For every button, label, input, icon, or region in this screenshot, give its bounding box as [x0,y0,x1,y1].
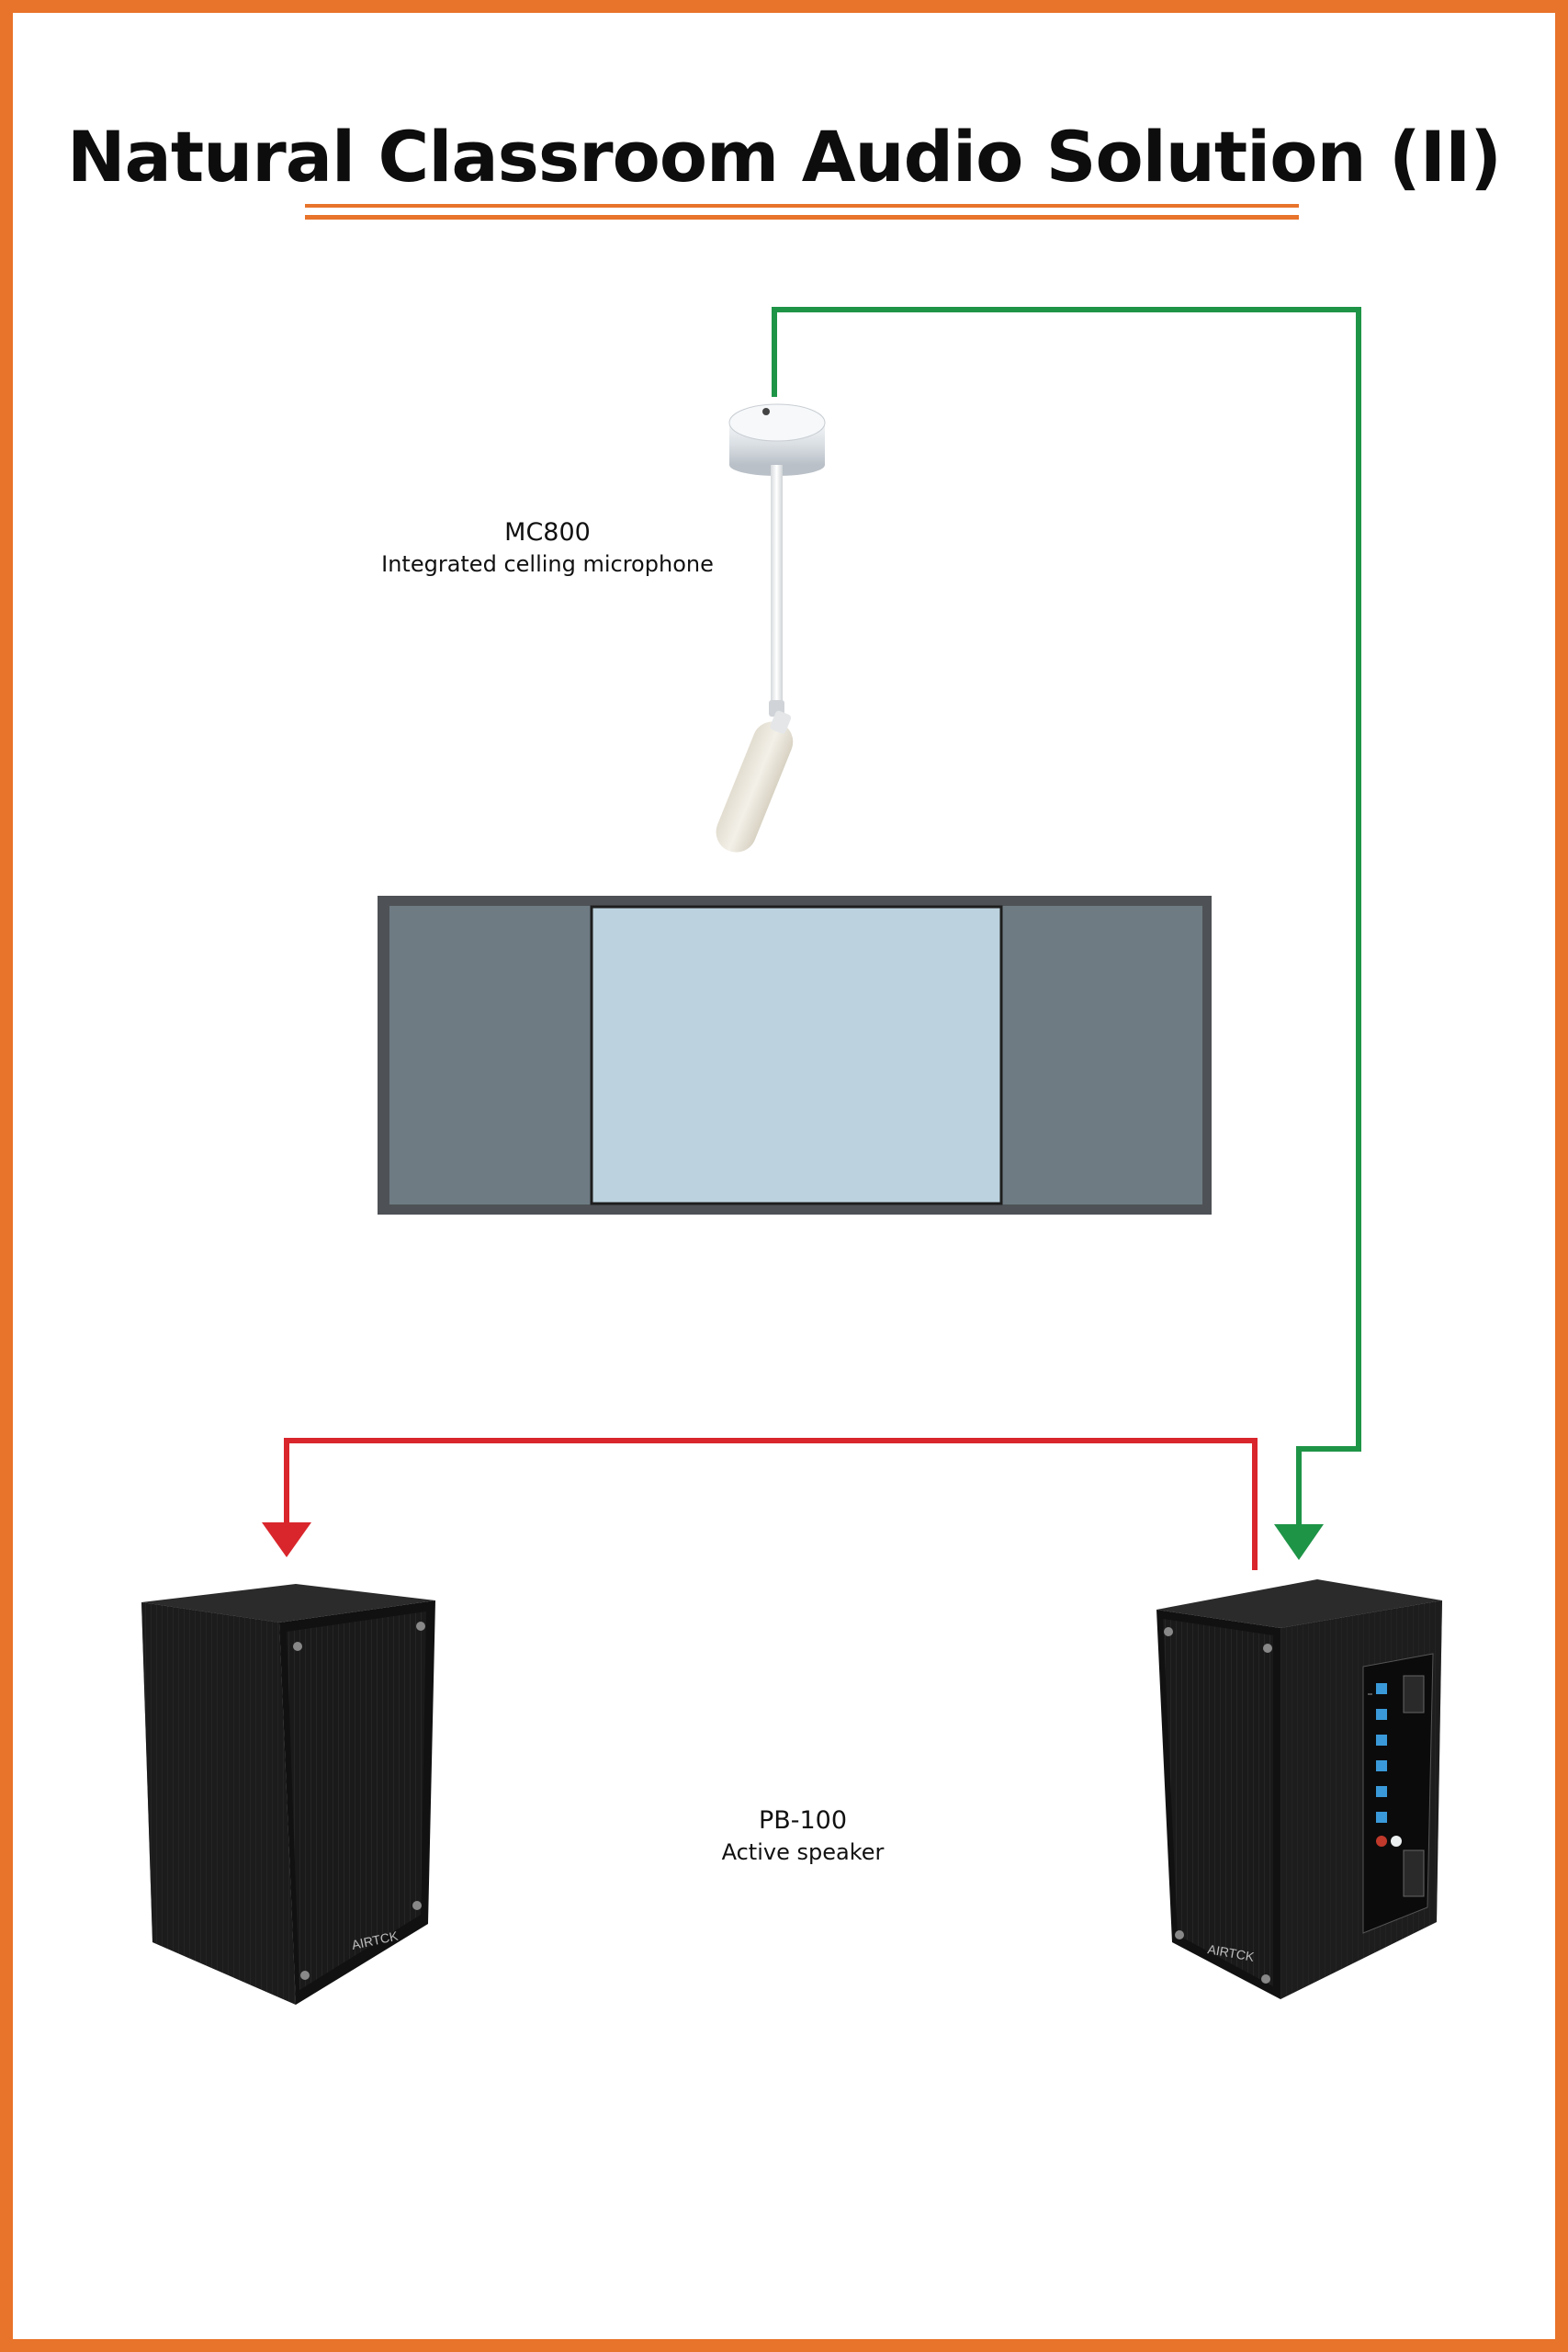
arrow-down-icon [1274,1524,1324,1560]
microphone-label: MC800 Integrated celling microphone [364,516,731,579]
microphone-model: MC800 [504,518,591,547]
title-underline-top [305,204,1299,208]
speaker-model: PB-100 [758,1806,848,1835]
title-underline-bottom [305,215,1299,220]
left-speaker-icon: AIRTCK [141,1584,435,2005]
amplifier-panel [1362,1653,1434,1934]
page-title: Natural Classroom Audio Solution (II) [66,116,1502,198]
signal-cable-green [772,307,1361,1560]
diagram-canvas: AIRTCK AIRTCK [141,307,1442,2005]
output-cable-red [262,1438,1258,1570]
classroom-blackboard [378,896,1212,1215]
arrow-down-icon [262,1522,311,1557]
speaker-label: PB-100 Active speaker [619,1804,987,1867]
projection-screen [590,905,1003,1205]
ceiling-microphone-icon [716,403,826,853]
microphone-description: Integrated celling microphone [381,551,714,577]
right-speaker-icon: AIRTCK [1156,1579,1442,1999]
speaker-description: Active speaker [721,1839,885,1865]
